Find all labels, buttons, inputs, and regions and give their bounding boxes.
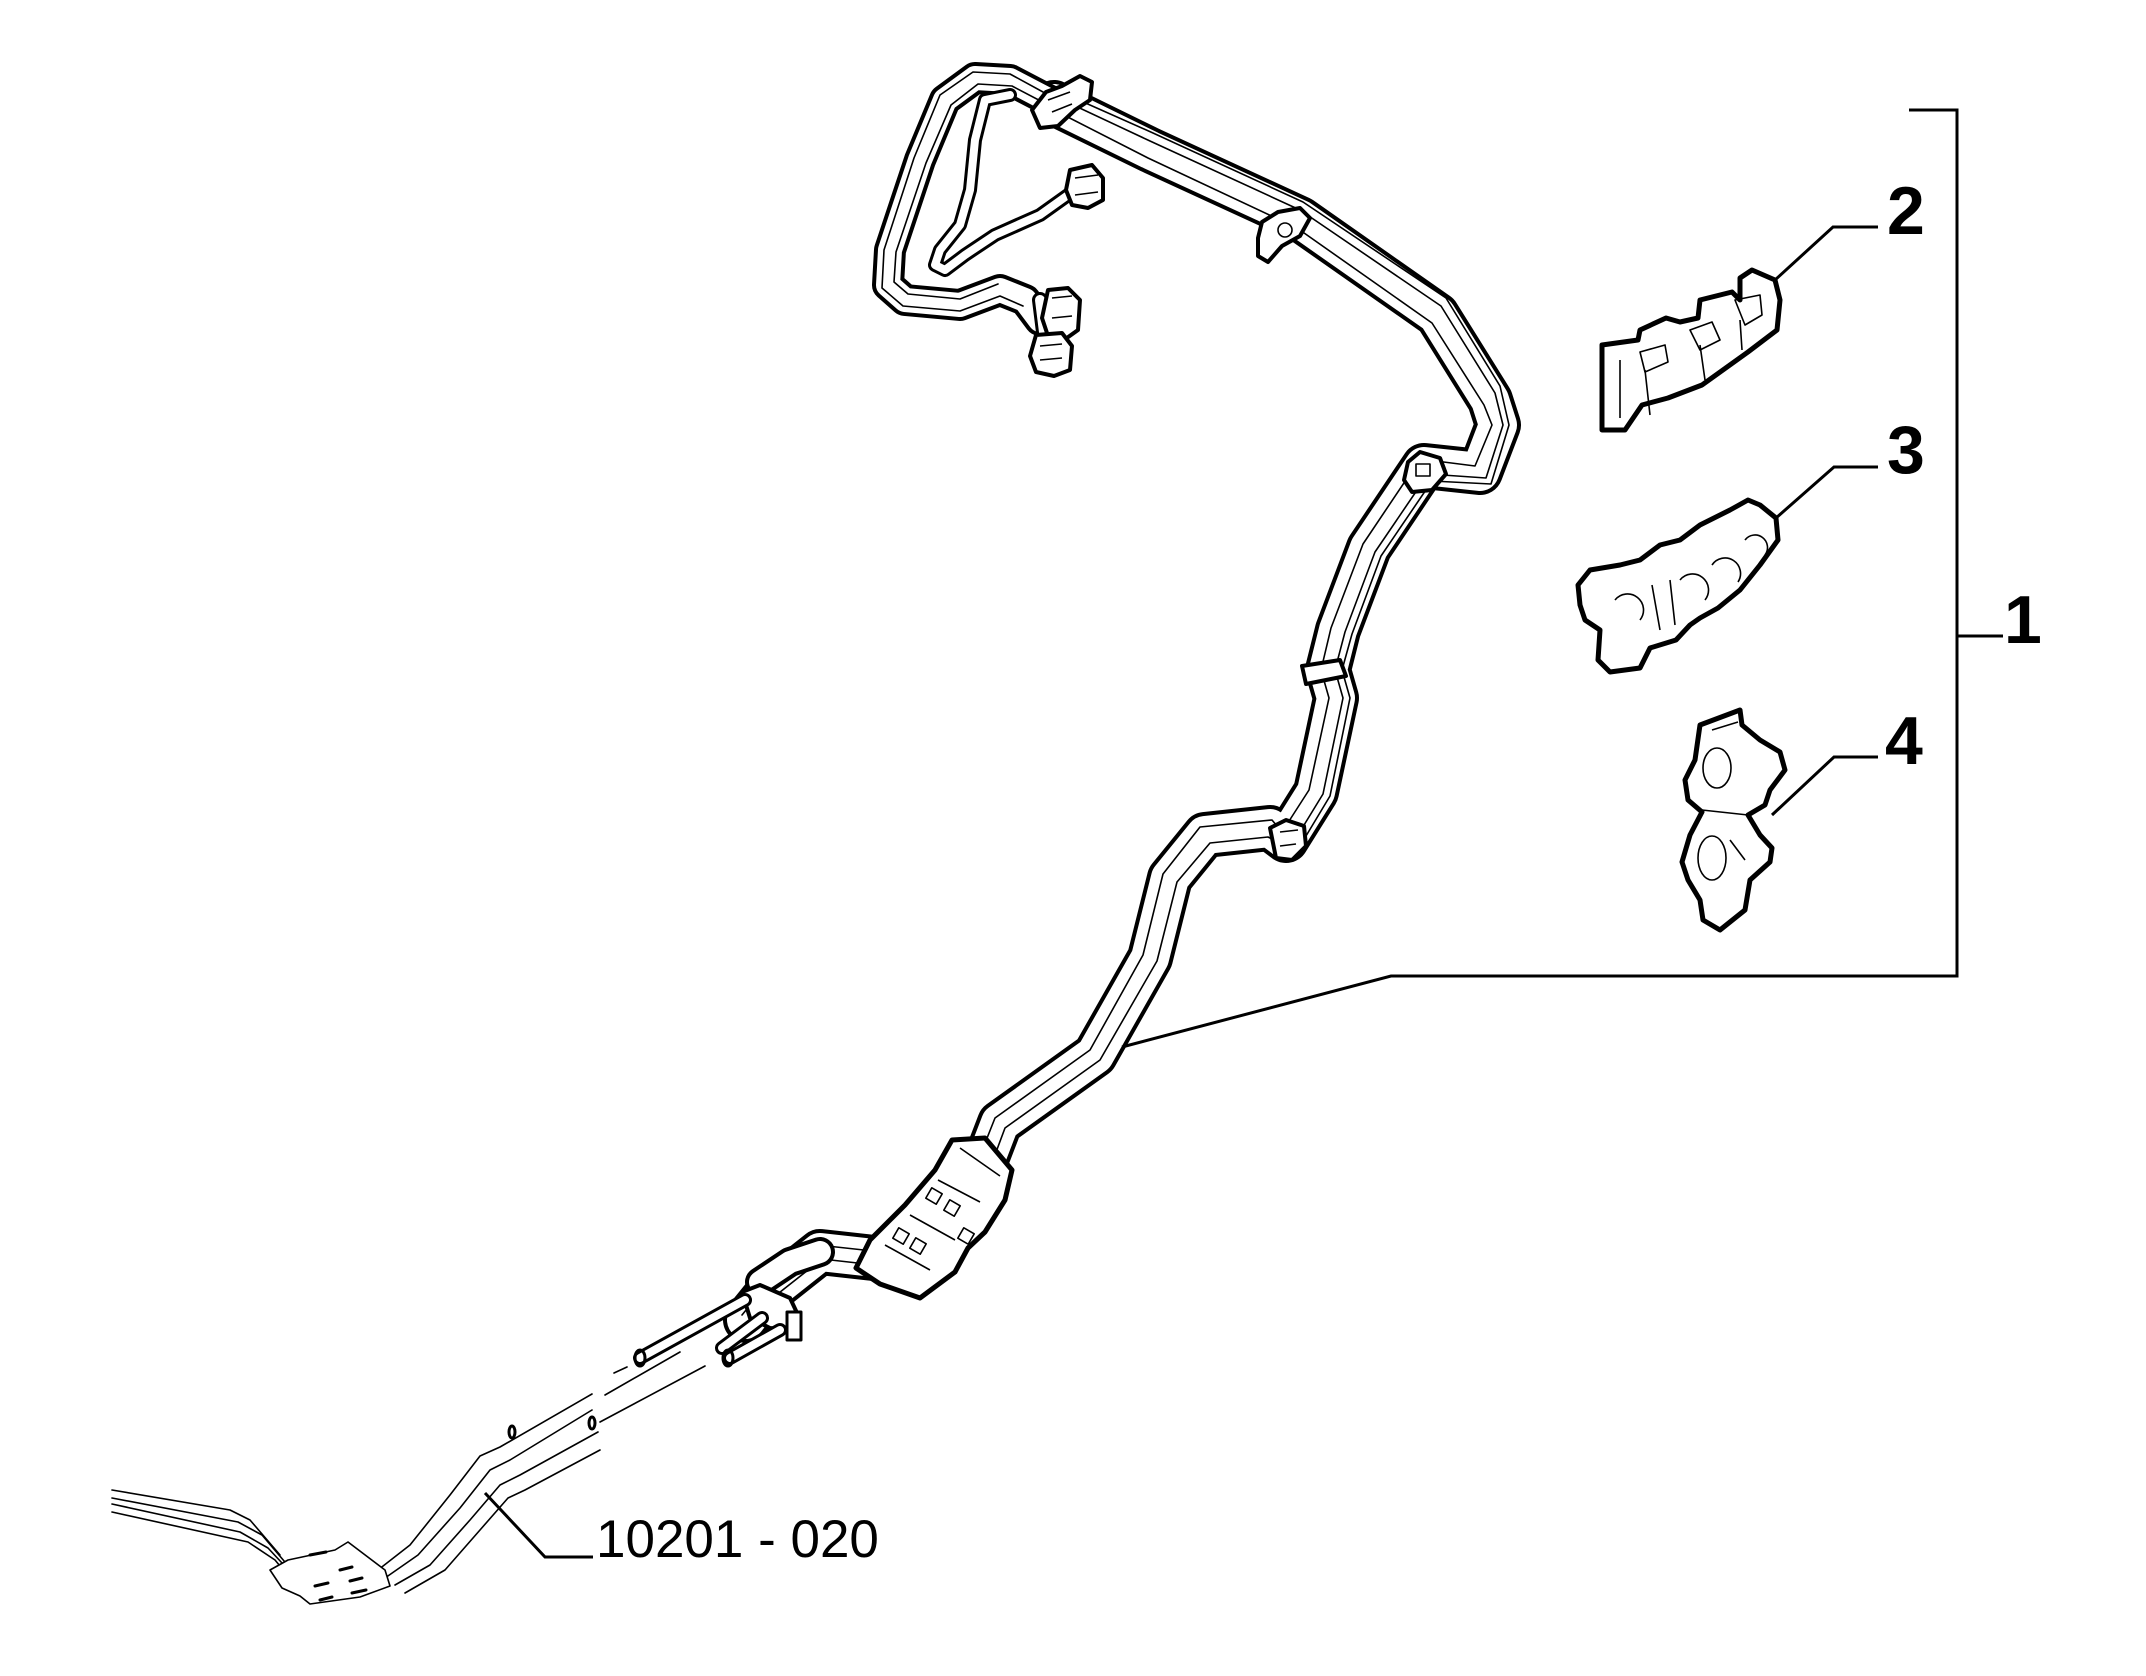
lower-pipe-run (111, 1393, 601, 1605)
bracket-1 (1121, 108, 1959, 1049)
part-3-four-way-clip (1575, 497, 1781, 675)
pipe-end-connectors (599, 1237, 835, 1423)
part-2-triple-clip (1599, 267, 1783, 433)
callout-4: 4 (1885, 703, 1923, 779)
reference-number: 10201 - 020 (596, 1510, 879, 1569)
callout-2: 2 (1887, 173, 1925, 249)
leader-3 (1775, 465, 1878, 520)
part-4-stacked-clip (1679, 707, 1788, 933)
upper-wiring-loop (872, 62, 1105, 378)
callout-1: 1 (2004, 582, 2042, 658)
callout-3: 3 (1887, 412, 1925, 488)
leader-2 (1773, 225, 1878, 282)
leader-4 (1770, 755, 1878, 817)
harness-clips (1030, 74, 1448, 862)
leader-lines (483, 108, 2003, 1559)
main-pipe-harness (723, 80, 1521, 1343)
leader-ref (483, 1491, 593, 1559)
lower-sleeve-section (853, 1135, 1015, 1301)
